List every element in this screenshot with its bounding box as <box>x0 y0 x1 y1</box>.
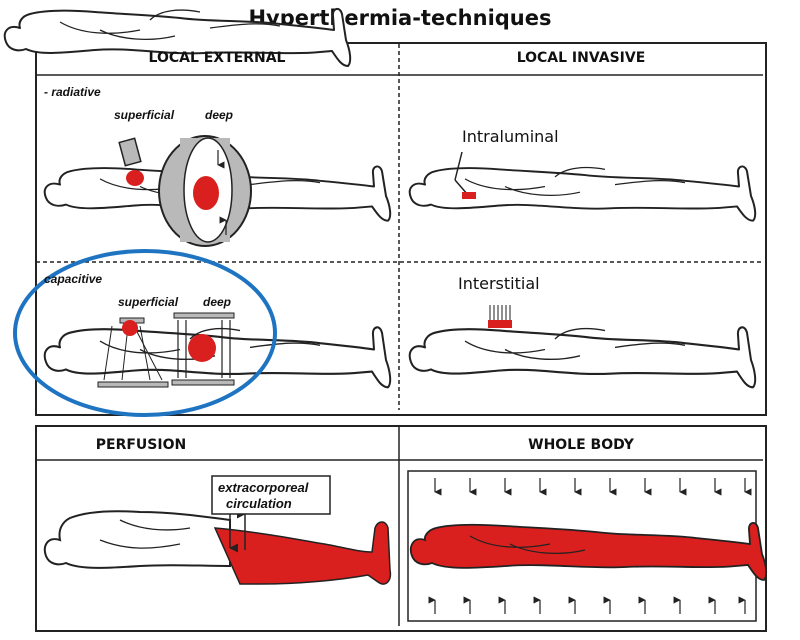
capacitive-deep-heat-spot <box>188 334 216 362</box>
capacitive-deep-label: deep <box>203 295 232 309</box>
capacitive-superficial-label: superficial <box>118 295 179 309</box>
radiative-label: - radiative <box>44 85 101 99</box>
radiative-deep-heat-spot <box>193 176 219 210</box>
radiative-superficial-applicator <box>118 137 142 167</box>
intraluminal-patient <box>408 165 757 222</box>
radiative-superficial-label: superficial <box>114 108 175 122</box>
local-invasive-header: LOCAL INVASIVE <box>516 50 646 66</box>
patient-figure <box>3 8 352 67</box>
capacitive-superficial-bottom-plate <box>97 381 169 388</box>
capacitive-deep-bottom-plate <box>171 379 235 386</box>
radiative-superficial-heat-spot <box>126 170 144 186</box>
perfusion-patient <box>43 510 392 585</box>
whole-body-top-arrows <box>434 478 752 496</box>
capacitive-patient <box>43 326 392 389</box>
interstitial-heat-spot <box>488 320 512 328</box>
local-external-header: LOCAL EXTERNAL <box>148 50 286 66</box>
interstitial-patient <box>408 326 757 389</box>
interstitial-label: Interstitial <box>458 274 540 293</box>
capacitive-deep-top-plate <box>173 312 235 319</box>
capacitive-superficial-heat-spot <box>122 320 138 336</box>
capacitive-label: capacitive <box>44 272 103 286</box>
whole-body-patient <box>409 522 768 581</box>
radiative-deep-label: deep <box>205 108 234 122</box>
perfusion-header: PERFUSION <box>95 437 187 453</box>
whole-body-header: WHOLE BODY <box>528 437 634 453</box>
intraluminal-heat-spot <box>462 192 476 199</box>
intraluminal-label: Intraluminal <box>462 127 559 146</box>
perfusion-annotation-line1: extracorporeal <box>218 480 309 495</box>
perfusion-annotation-line2: circulation <box>226 496 292 511</box>
capacitive-highlight-ellipse <box>13 249 277 417</box>
perfusion-annotation-box <box>211 475 331 515</box>
whole-body-bottom-arrows <box>428 596 746 614</box>
